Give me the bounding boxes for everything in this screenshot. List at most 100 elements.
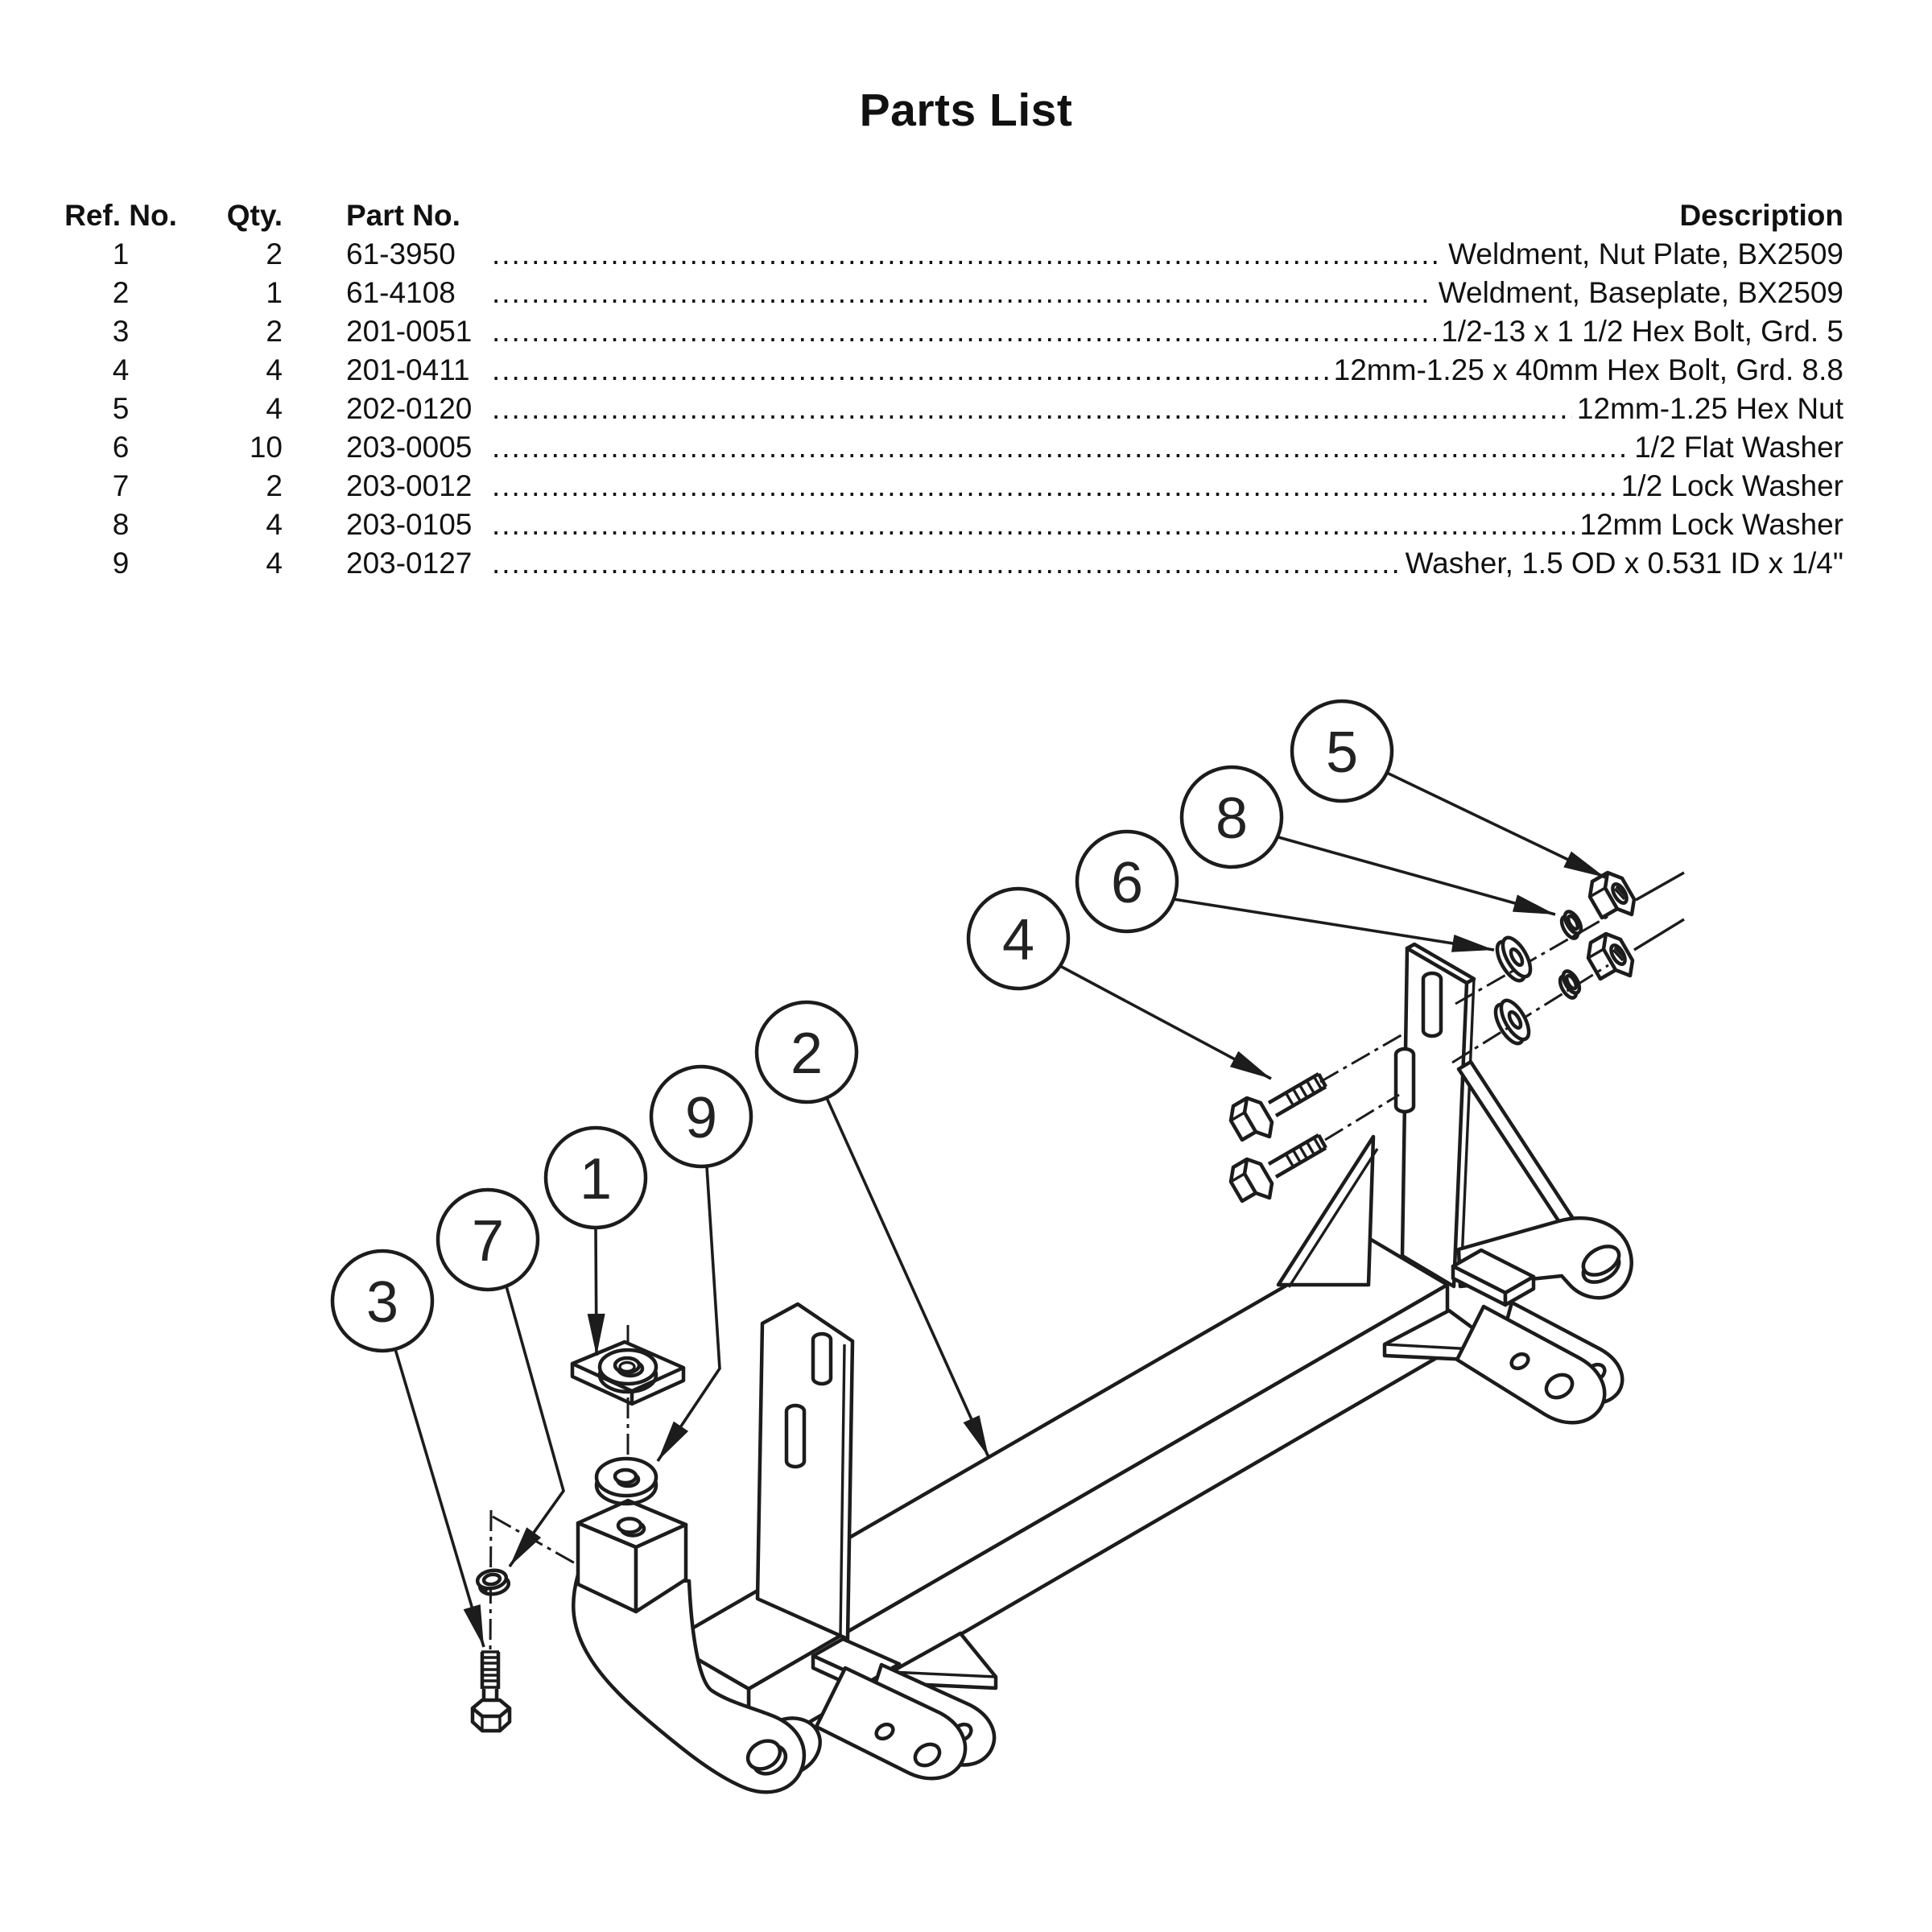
description-cell: Weldment, Nut Plate, BX2509 xyxy=(1448,237,1843,270)
part-no-cell: 201-0051 xyxy=(346,315,473,348)
part-no-cell: 203-0005 xyxy=(346,431,473,464)
right-assembly xyxy=(1276,942,1633,1425)
header-ref-no: Ref. No. xyxy=(64,199,177,232)
description-cell: 1/2 Lock Washer xyxy=(1620,469,1843,502)
dot-leader: ........................................… xyxy=(492,547,1401,580)
parts-table-row: 7 2 203-0012 ...........................… xyxy=(52,467,1843,506)
ref-no-cell: 3 xyxy=(112,315,130,348)
part-no-cell: 61-4108 xyxy=(346,276,456,309)
balloon-number: 7 xyxy=(472,1209,504,1274)
hex-bolt-part4-upper xyxy=(1228,1072,1327,1142)
description-cell: 1/2 Flat Washer xyxy=(1634,431,1843,464)
description-cell: 12mm Lock Washer xyxy=(1579,508,1843,541)
dot-leader: ........................................… xyxy=(492,508,1575,541)
ref-no-cell: 4 xyxy=(112,353,130,386)
lock-washer-8b xyxy=(1558,969,1582,1000)
arrowhead-icon xyxy=(963,1415,989,1457)
dot-leader: ........................................… xyxy=(492,315,1436,348)
header-qty: Qty. xyxy=(226,199,283,232)
part-no-cell: 203-0127 xyxy=(346,547,473,580)
page-title: Parts List xyxy=(859,85,1073,136)
dot-leader: ........................................… xyxy=(492,469,1616,502)
dot-leader: ........................................… xyxy=(492,353,1329,386)
balloon-number: 6 xyxy=(1111,851,1143,915)
balloon-number: 1 xyxy=(580,1147,612,1212)
description-cell: Washer, 1.5 OD x 0.531 ID x 1/4" xyxy=(1405,547,1843,580)
arrowhead-icon xyxy=(463,1604,484,1647)
balloon-number: 2 xyxy=(791,1022,823,1086)
header-part-no: Part No. xyxy=(346,199,460,232)
parts-table-row: 4 4 201-0411 ...........................… xyxy=(52,351,1843,390)
riser-block xyxy=(576,1498,688,1614)
hex-bolt-part4-lower xyxy=(1228,1133,1327,1203)
ref-no-cell: 5 xyxy=(112,392,130,425)
arrowhead-icon xyxy=(1229,1051,1271,1079)
qty-cell: 4 xyxy=(266,547,283,580)
dot-leader: ........................................… xyxy=(492,392,1572,425)
balloon-number: 4 xyxy=(1002,908,1034,972)
flat-washer-part9 xyxy=(594,1456,658,1506)
qty-cell: 2 xyxy=(266,237,283,270)
arrowhead-icon xyxy=(510,1527,542,1567)
qty-cell: 4 xyxy=(266,353,283,386)
dot-leader: ........................................… xyxy=(492,431,1630,464)
description-cell: Weldment, Baseplate, BX2509 xyxy=(1438,276,1843,309)
dot-leader: ........................................… xyxy=(492,276,1434,309)
balloon-5: 5 xyxy=(1290,699,1606,879)
parts-table-row: 1 2 61-3950 ............................… xyxy=(52,235,1843,274)
part-no-cell: 202-0120 xyxy=(346,392,473,425)
arrowhead-icon xyxy=(587,1313,605,1356)
axis-tails xyxy=(1633,871,1685,952)
parts-table-row: 3 2 201-0051 ...........................… xyxy=(52,312,1843,351)
balloon-number: 5 xyxy=(1326,720,1358,785)
clevis-right xyxy=(1382,1300,1624,1425)
parts-table-row: 5 4 202-0120 ...........................… xyxy=(52,390,1843,428)
flat-washer-6b xyxy=(1493,998,1531,1046)
parts-table-row: 2 1 61-4108 ............................… xyxy=(52,274,1843,312)
balloon-6: 6 xyxy=(1075,829,1495,952)
nut-plate-part1 xyxy=(570,1340,686,1406)
left-gusset xyxy=(1276,1134,1376,1287)
qty-cell: 4 xyxy=(266,392,283,425)
ref-no-cell: 2 xyxy=(112,276,130,309)
bracket-slot xyxy=(1421,971,1443,1038)
description-cell: 12mm-1.25 Hex Nut xyxy=(1576,392,1843,425)
qty-cell: 2 xyxy=(266,315,283,348)
balloon-4: 4 xyxy=(966,886,1272,1080)
qty-cell: 4 xyxy=(266,508,283,541)
right-gusset xyxy=(1456,1059,1575,1227)
parts-table-header: Ref. No. Qty. Part No. .................… xyxy=(52,196,1843,235)
balloon-2: 2 xyxy=(754,1000,990,1458)
dot-leader: ........................................… xyxy=(492,237,1443,270)
clevis-middle xyxy=(814,1631,998,1781)
qty-cell: 10 xyxy=(249,431,283,464)
lock-washer-part7 xyxy=(475,1568,511,1596)
part-no-cell: 201-0411 xyxy=(346,353,470,386)
part-no-cell: 61-3950 xyxy=(346,237,456,270)
qty-cell: 2 xyxy=(266,469,283,502)
hex-bolt-part3 xyxy=(470,1650,512,1733)
left-arm xyxy=(571,1572,822,1794)
qty-cell: 1 xyxy=(266,276,283,309)
ref-no-cell: 7 xyxy=(112,469,130,502)
flat-washer-6a xyxy=(1495,935,1533,983)
ref-no-cell: 9 xyxy=(112,547,130,580)
description-cell: 12mm-1.25 x 40mm Hex Bolt, Grd. 8.8 xyxy=(1333,353,1843,386)
header-description: Description xyxy=(1679,199,1843,232)
balloon-3: 3 xyxy=(330,1249,485,1648)
arrowhead-icon xyxy=(1563,851,1605,877)
balloon-number: 9 xyxy=(685,1086,717,1150)
balloon-8: 8 xyxy=(1179,765,1556,916)
balloon-9: 9 xyxy=(649,1064,753,1463)
description-cell: 1/2-13 x 1 1/2 Hex Bolt, Grd. 5 xyxy=(1441,315,1843,348)
right-bracket xyxy=(1393,942,1476,1289)
ref-no-cell: 6 xyxy=(112,431,130,464)
hex-nut-5a xyxy=(1587,870,1637,920)
balloon-1: 1 xyxy=(543,1125,648,1356)
lock-washer-8a xyxy=(1559,910,1583,940)
balloon-number: 8 xyxy=(1216,786,1248,851)
part-no-cell: 203-0012 xyxy=(346,469,473,502)
bracket-slot xyxy=(1393,1046,1416,1114)
center-bracket xyxy=(755,1302,855,1641)
